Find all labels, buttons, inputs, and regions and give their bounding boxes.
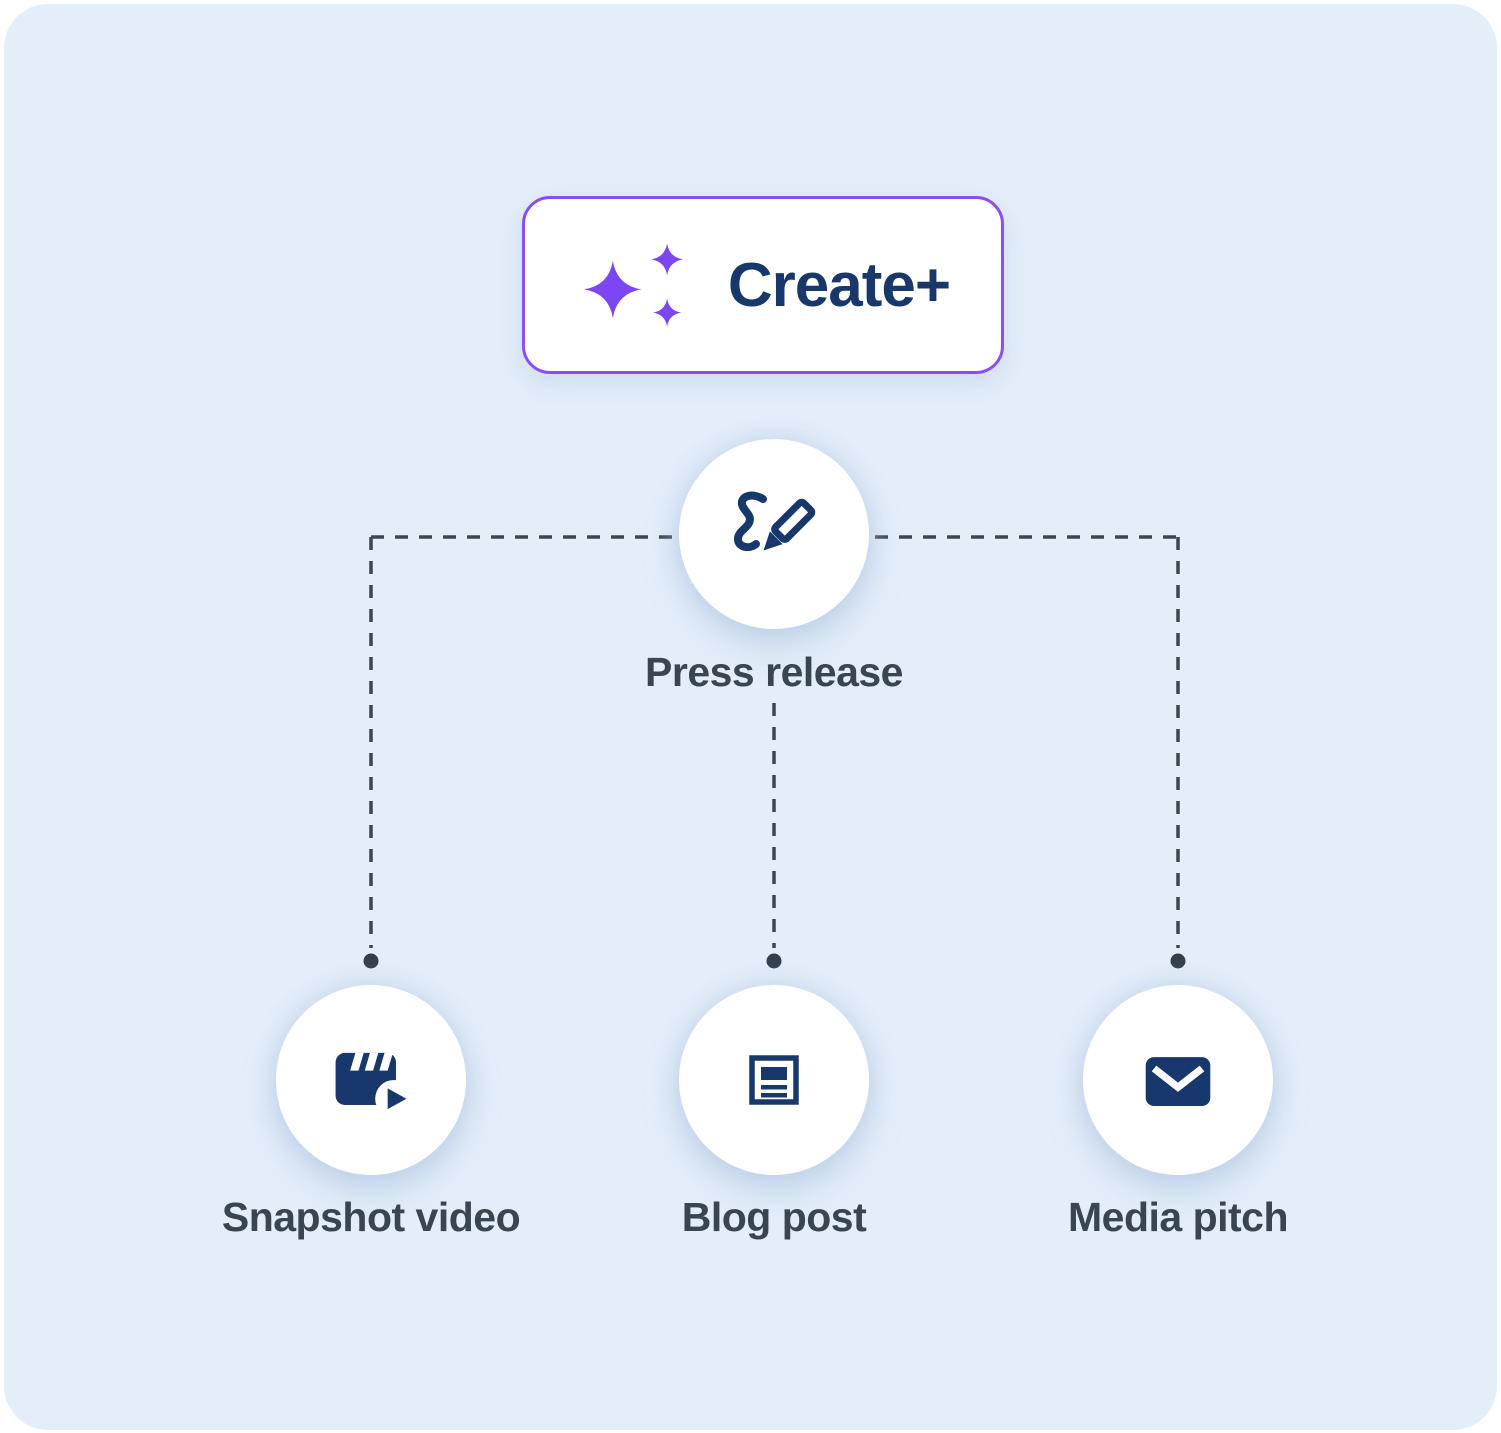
video-clapper-play-icon — [335, 1052, 413, 1118]
snapshot-video-node — [276, 985, 466, 1175]
create-plus-button[interactable]: Create+ — [522, 196, 1004, 374]
press-release-label: Press release — [645, 649, 903, 695]
signature-pen-icon — [734, 491, 816, 552]
media-pitch-node — [1083, 985, 1273, 1175]
connector-dot — [363, 953, 379, 969]
sparkles-icon — [584, 243, 683, 327]
media-pitch-label: Media pitch — [1067, 1194, 1289, 1240]
diagram-panel: Create+ Press release Snapshot vid — [4, 4, 1497, 1430]
envelope-icon — [1145, 1057, 1211, 1107]
snapshot-video-label: Snapshot video — [221, 1194, 521, 1240]
connector-lines — [363, 535, 1186, 969]
blog-post-node — [679, 985, 869, 1175]
blog-post-label: Blog post — [681, 1194, 867, 1240]
press-release-node — [679, 439, 869, 629]
connector-dot — [1170, 953, 1186, 969]
blog-article-icon — [749, 1055, 799, 1105]
connector-dot — [766, 953, 782, 969]
create-plus-label: Create+ — [727, 250, 951, 320]
